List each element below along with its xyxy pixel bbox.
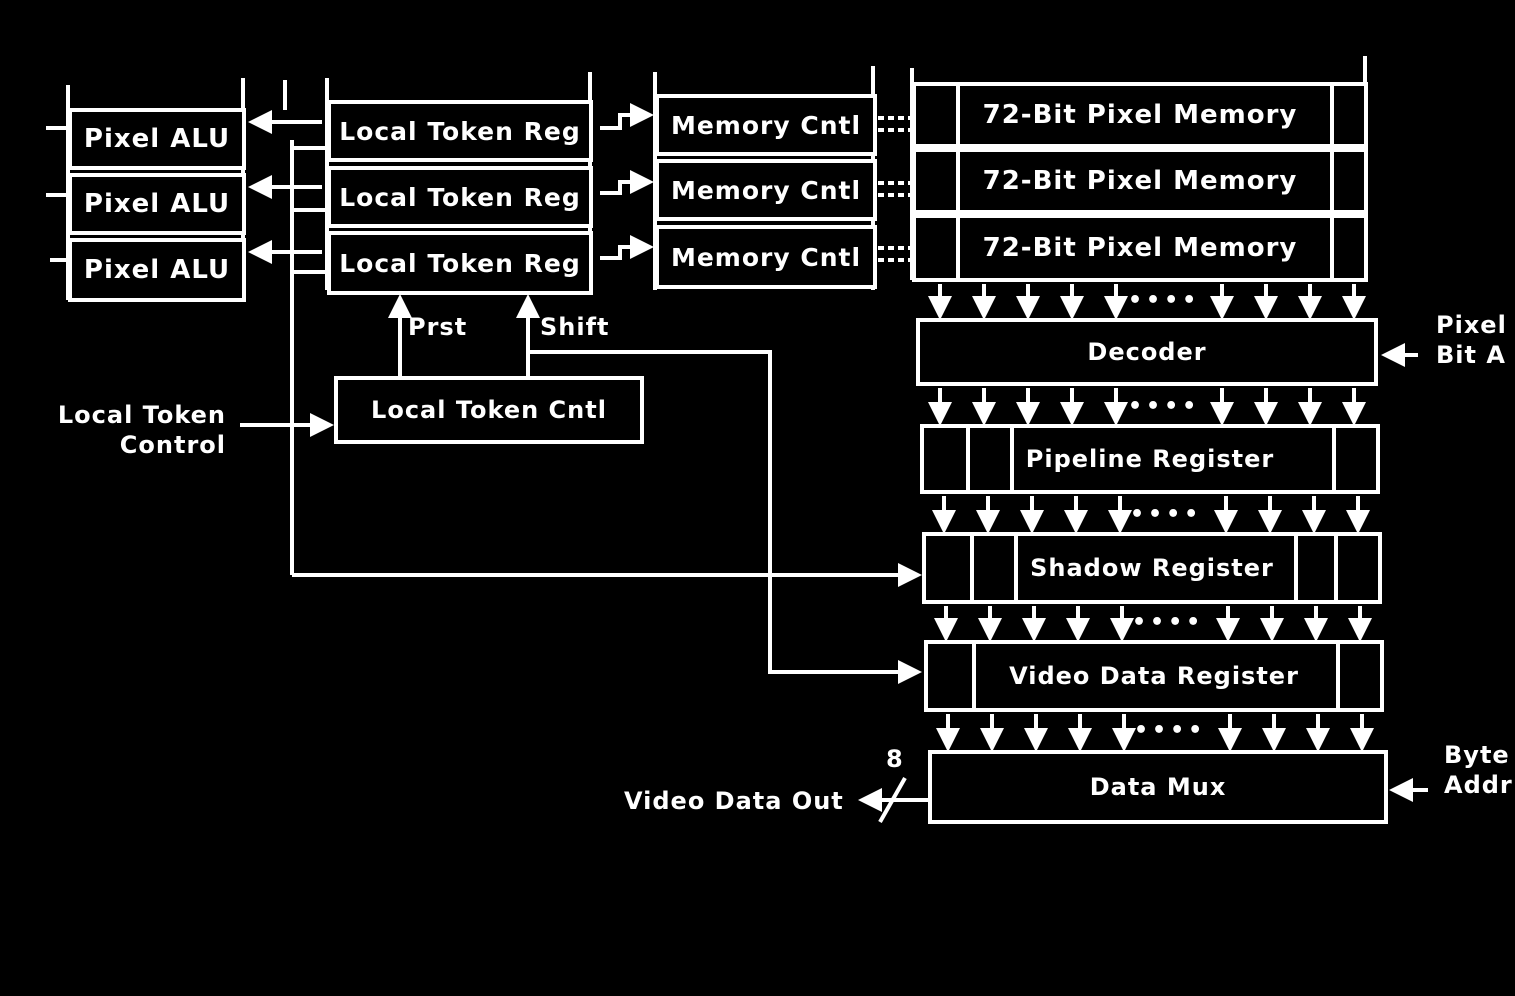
bitline-ellipsis-4: ••••	[1132, 610, 1205, 635]
memory-cntl-3: Memory Cntl	[655, 225, 877, 289]
pipeline-register: Pipeline Register	[920, 424, 1380, 494]
video-data-register: Video Data Register	[924, 640, 1384, 712]
data-mux: Data Mux	[928, 750, 1388, 824]
pixel-memory-1: 72-Bit Pixel Memory	[912, 82, 1368, 148]
memory-cntl-2: Memory Cntl	[655, 159, 877, 221]
local-token-reg-3: Local Token Reg	[327, 231, 593, 295]
local-token-control-label: Local Token Control	[40, 400, 226, 460]
video-data-register-label: Video Data Register	[1009, 662, 1299, 690]
pixel-alu-3: Pixel ALU	[68, 238, 246, 302]
byte-addr-line-2: Addr	[1444, 771, 1513, 799]
bus-width-label: 8	[886, 745, 904, 773]
bitline-ellipsis-3: ••••	[1130, 502, 1203, 527]
local-token-control-line-2: Control	[119, 431, 226, 459]
decoder-label: Decoder	[1087, 338, 1207, 366]
prst-label: Prst	[408, 313, 468, 341]
byte-addr-line-1: Byte	[1444, 741, 1510, 769]
local-token-reg-2: Local Token Reg	[327, 166, 593, 228]
memory-cntl-1: Memory Cntl	[655, 94, 877, 156]
local-token-reg-label: Local Token Reg	[339, 248, 581, 278]
local-token-reg-1: Local Token Reg	[327, 100, 593, 162]
pixel-alu-label: Pixel ALU	[83, 189, 231, 219]
pipeline-register-label: Pipeline Register	[1025, 445, 1275, 473]
pixel-alu-2: Pixel ALU	[68, 173, 246, 235]
pixel-alu-label: Pixel ALU	[83, 124, 231, 154]
local-token-reg-label: Local Token Reg	[339, 116, 581, 146]
shift-label: Shift	[540, 313, 610, 341]
shadow-register-label: Shadow Register	[1030, 554, 1274, 582]
data-mux-label: Data Mux	[1089, 773, 1227, 801]
memory-cntl-label: Memory Cntl	[670, 242, 862, 272]
decoder: Decoder	[916, 318, 1378, 386]
pixel-memory-2: 72-Bit Pixel Memory	[912, 148, 1368, 214]
pixel-alu-label: Pixel ALU	[83, 255, 231, 285]
memory-cntl-label: Memory Cntl	[670, 175, 862, 205]
memory-cntl-label: Memory Cntl	[670, 110, 862, 140]
pixel-memory-label: 72-Bit Pixel Memory	[982, 233, 1298, 263]
pixel-memory-label: 72-Bit Pixel Memory	[982, 100, 1298, 130]
pixel-alu-1: Pixel ALU	[68, 108, 246, 170]
pixel-bit-addr-line-2: Bit A	[1436, 341, 1506, 369]
bitline-ellipsis-2: ••••	[1128, 394, 1201, 419]
pixel-bit-addr-label: Pixel Bit A	[1436, 310, 1507, 370]
video-data-out-label: Video Data Out	[624, 787, 844, 815]
local-token-control-line-1: Local Token	[57, 401, 226, 429]
local-token-reg-label: Local Token Reg	[339, 182, 581, 212]
local-token-cntl: Local Token Cntl	[334, 376, 644, 444]
bitline-ellipsis-5: ••••	[1134, 718, 1207, 743]
pixel-bit-addr-line-1: Pixel	[1436, 311, 1507, 339]
byte-addr-label: Byte Addr	[1444, 740, 1513, 800]
pixel-memory-3: 72-Bit Pixel Memory	[912, 214, 1368, 282]
local-token-cntl-label: Local Token Cntl	[371, 396, 607, 424]
shadow-register: Shadow Register	[922, 532, 1382, 604]
bitline-ellipsis-1: ••••	[1128, 288, 1201, 313]
pixel-memory-label: 72-Bit Pixel Memory	[982, 166, 1298, 196]
